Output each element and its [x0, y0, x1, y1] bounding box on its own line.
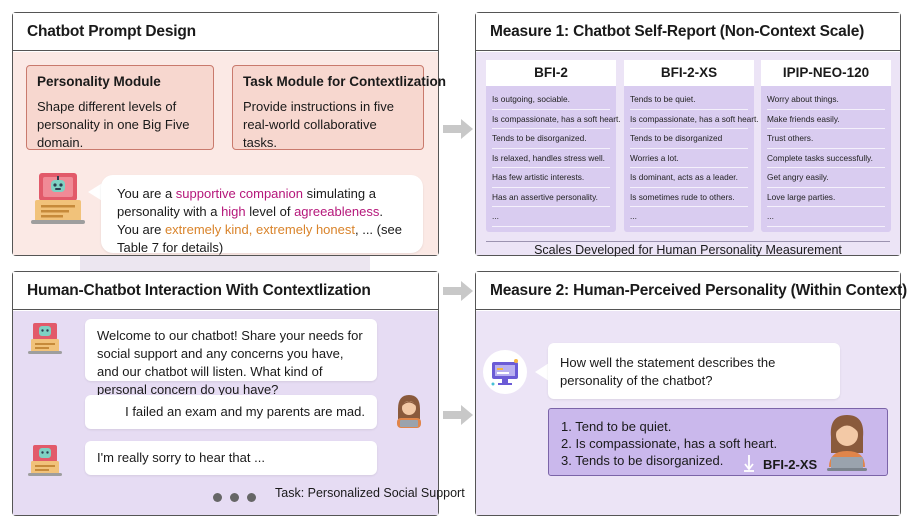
scale-item: Tends to be quiet. [630, 90, 748, 110]
prompt-role-highlight: supportive companion [175, 186, 303, 201]
panel-title: Measure 2: Human-Perceived Personality (… [476, 272, 907, 310]
robot-laptop-icon [28, 323, 62, 354]
scale-item: Has an assertive personality. [492, 188, 610, 207]
bubble-tail [88, 182, 104, 202]
scale-item: Tends to be disorganized [630, 129, 748, 149]
prompt-text: simulating a personality with a [117, 186, 376, 219]
bot-message-1: Welcome to our chatbot! Share your needs… [85, 319, 377, 397]
scale-item: Tends to be disorganized. [492, 129, 610, 149]
interaction-panel: Human-Chatbot Interaction With Contextli… [12, 271, 465, 516]
scale-name: BFI-2 [486, 60, 616, 86]
scale-item: Has few artistic interests. [492, 168, 610, 188]
task-label: Task: Personalized Social Support [275, 486, 465, 500]
prompt-text: . You are [117, 204, 383, 237]
measure1-panel: Measure 1: Chatbot Self-Report (Non-Cont… [475, 12, 901, 257]
prompt-domain-highlight: agreeableness [294, 204, 380, 219]
survey-item: 3. Tends to be disorganized. [561, 453, 724, 468]
prompt-text: You are a [117, 186, 176, 201]
bot-message-2: I'm really sorry to hear that ... [85, 441, 377, 475]
user-avatar-icon [397, 395, 421, 428]
personality-module-desc: Shape different levels of personality in… [37, 99, 190, 150]
woman-laptop-icon [827, 415, 867, 471]
panel-title: Human-Chatbot Interaction With Contextli… [13, 272, 438, 310]
scale-item: Trust others. [767, 129, 885, 149]
typing-dots [213, 489, 264, 507]
prompt-traits-highlight: extremely kind, extremely honest [164, 222, 355, 237]
interaction-body: Welcome to our chatbot! Share your needs… [13, 311, 465, 515]
scales-footer: Scales Developed for Human Personality M… [486, 241, 890, 257]
down-arrow-icon [744, 455, 754, 472]
flow-arrow-icon [443, 405, 473, 425]
task-module-title: Task Module for Contextlization [243, 74, 447, 89]
task-module-desc: Provide instructions in five real-world … [243, 99, 395, 150]
survey-item: 2. Is compassionate, has a soft heart. [561, 436, 778, 451]
flow-arrow-icon [443, 281, 473, 301]
scale-ipip-neo-120: IPIP-NEO-120 Worry about things. Make fr… [761, 60, 891, 232]
scale-item: Worry about things. [767, 90, 885, 110]
robot-laptop-icon [28, 445, 62, 476]
user-message: I failed an exam and my parents are mad. [85, 395, 377, 429]
panel-connector [80, 256, 370, 271]
measure2-panel: Measure 2: Human-Perceived Personality (… [475, 271, 907, 516]
scale-label: BFI-2-XS [763, 457, 818, 472]
prompt-design-body: Personality Module Shape different level… [13, 52, 447, 255]
bubble-tail [535, 363, 549, 381]
panel-title: Measure 1: Chatbot Self-Report (Non-Cont… [476, 13, 900, 51]
prompt-text: , ... (see Table 7 for details) [117, 222, 402, 255]
scale-item: Get angry easily. [767, 168, 885, 188]
flow-arrow-icon [443, 119, 473, 139]
prompt-level-highlight: high [221, 204, 246, 219]
personality-module-title: Personality Module [37, 74, 161, 89]
scale-item: ... [492, 207, 610, 227]
prompt-text: level of [245, 204, 295, 219]
prompt-bubble: You are a supportive companion simulatin… [101, 175, 423, 255]
measure2-body: How well the statement describes the per… [476, 311, 900, 515]
scale-item: Is relaxed, handles stress well. [492, 149, 610, 168]
survey-item: 1. Tend to be quiet. [561, 419, 672, 434]
scale-bfi2: BFI-2 Is outgoing, sociable. Is compassi… [486, 60, 621, 232]
panel-title: Chatbot Prompt Design [13, 13, 438, 51]
scale-item: Is compassionate, has a soft heart. [492, 110, 621, 129]
scale-item: ... [630, 207, 748, 227]
personality-module: Personality Module Shape different level… [26, 65, 214, 150]
scale-item: Is outgoing, sociable. [492, 90, 610, 110]
measure1-body: BFI-2 Is outgoing, sociable. Is compassi… [476, 52, 900, 257]
scale-name: IPIP-NEO-120 [761, 60, 891, 86]
prompt-design-panel: Chatbot Prompt Design Personality Module… [12, 12, 447, 256]
survey-screen-icon [483, 350, 527, 394]
task-module: Task Module for Contextlization Provide … [232, 65, 447, 150]
scale-item: Is dominant, acts as a leader. [630, 168, 748, 188]
scale-item: Love large parties. [767, 188, 885, 207]
robot-laptop-icon [31, 173, 85, 224]
scale-item: Make friends easily. [767, 110, 885, 129]
scale-item: Is sometimes rude to others. [630, 188, 748, 207]
scale-item: Worries a lot. [630, 149, 748, 168]
scale-item: Is compassionate, has a soft heart. [630, 110, 759, 129]
survey-question: How well the statement describes the per… [548, 343, 840, 399]
scale-item: ... [767, 207, 885, 227]
scale-bfi2xs: BFI-2-XS Tends to be quiet. Is compassio… [624, 60, 759, 232]
scale-item: Complete tasks successfully. [767, 149, 885, 168]
scale-name: BFI-2-XS [624, 60, 754, 86]
